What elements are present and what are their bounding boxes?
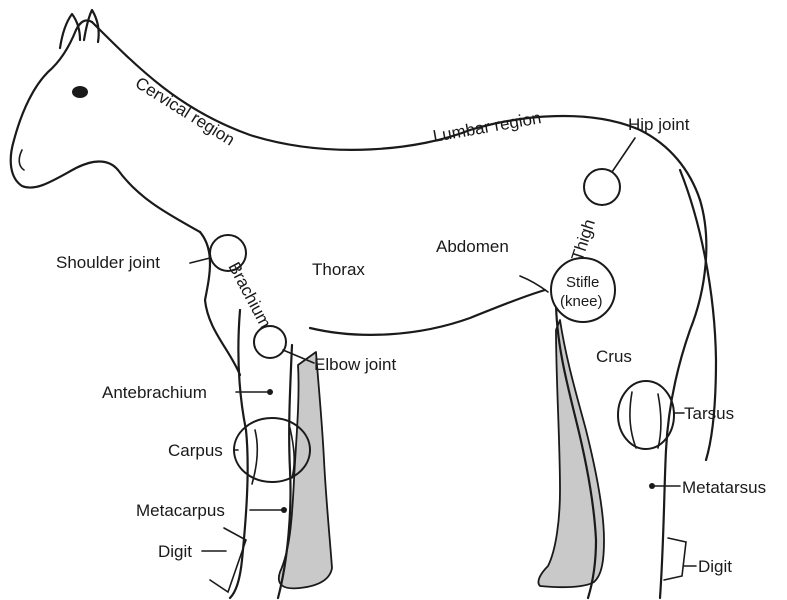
label-digit-hind: Digit <box>698 557 732 576</box>
flank-crease <box>520 276 548 292</box>
label-abdomen: Abdomen <box>436 237 509 256</box>
far-hindleg-shading <box>538 320 604 587</box>
label-stifle-knee: (knee) <box>560 293 603 310</box>
label-lumbar-region: Lumbar region <box>431 108 542 146</box>
label-shoulder-joint: Shoulder joint <box>56 253 160 272</box>
label-brachium: Brachium <box>224 259 274 331</box>
head-outline <box>11 20 200 232</box>
carpus-detail <box>252 428 294 484</box>
label-metacarpus: Metacarpus <box>136 501 225 520</box>
label-antebrachium: Antebrachium <box>102 383 207 402</box>
label-digit-fore: Digit <box>158 542 192 561</box>
label-stifle: Stifle <box>566 274 599 291</box>
tarsus-detail <box>630 392 661 448</box>
tarsus-ring <box>618 381 674 449</box>
fore-digit-bracket <box>210 528 246 592</box>
hind-digit-bracket <box>664 538 686 580</box>
label-crus: Crus <box>596 347 632 366</box>
label-hip-joint: Hip joint <box>628 115 690 134</box>
shoulder-joint-leader <box>190 258 210 263</box>
label-thorax: Thorax <box>312 260 365 279</box>
label-elbow-joint: Elbow joint <box>314 355 396 374</box>
chest-outline <box>200 232 240 375</box>
label-thigh: Thigh <box>568 217 599 263</box>
hip-joint-ring <box>584 169 620 205</box>
hindleg-back <box>660 200 706 598</box>
antebrachium-marker <box>267 389 273 395</box>
label-cervical-region: Cervical region <box>132 73 238 149</box>
metatarsus-marker <box>649 483 655 489</box>
metacarpus-marker <box>281 507 287 513</box>
label-metatarsus: Metatarsus <box>682 478 766 497</box>
nostril <box>19 150 24 170</box>
belly-outline <box>310 290 545 335</box>
eye <box>72 86 88 98</box>
label-tarsus: Tarsus <box>684 404 734 423</box>
foreleg-front <box>230 310 248 598</box>
hip-joint-leader <box>612 138 635 172</box>
label-carpus: Carpus <box>168 441 223 460</box>
